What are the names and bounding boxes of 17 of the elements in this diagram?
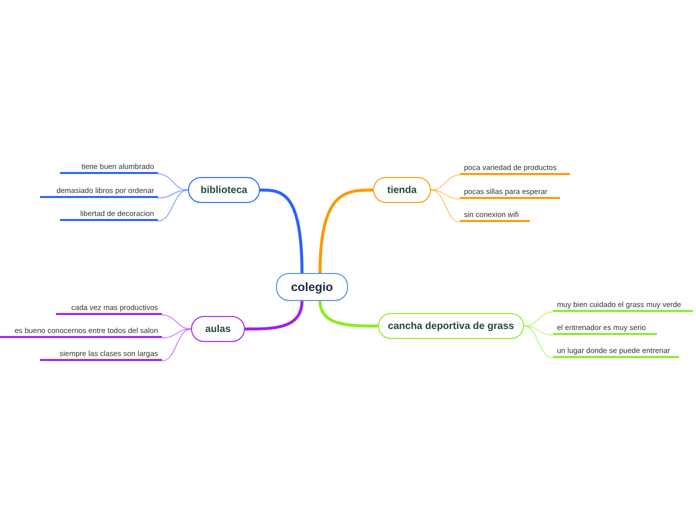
branch-line xyxy=(162,328,192,362)
branch-line xyxy=(318,300,378,328)
branch-line xyxy=(524,326,554,358)
branch-line xyxy=(430,190,460,222)
branch-line xyxy=(158,190,188,222)
topic-box: cancha deportiva de grass xyxy=(378,313,524,339)
branch-line xyxy=(162,328,192,338)
central-topic-box: colegio xyxy=(276,273,348,301)
topic-box: tienda xyxy=(373,177,431,203)
branch-line xyxy=(318,188,374,274)
branch-line xyxy=(260,188,304,274)
branch-line xyxy=(158,190,188,198)
branch-line xyxy=(524,326,554,336)
branch-line xyxy=(430,190,460,200)
branch-line xyxy=(245,300,304,330)
topic-box: aulas xyxy=(191,316,245,342)
topic-box: biblioteca xyxy=(188,177,260,203)
